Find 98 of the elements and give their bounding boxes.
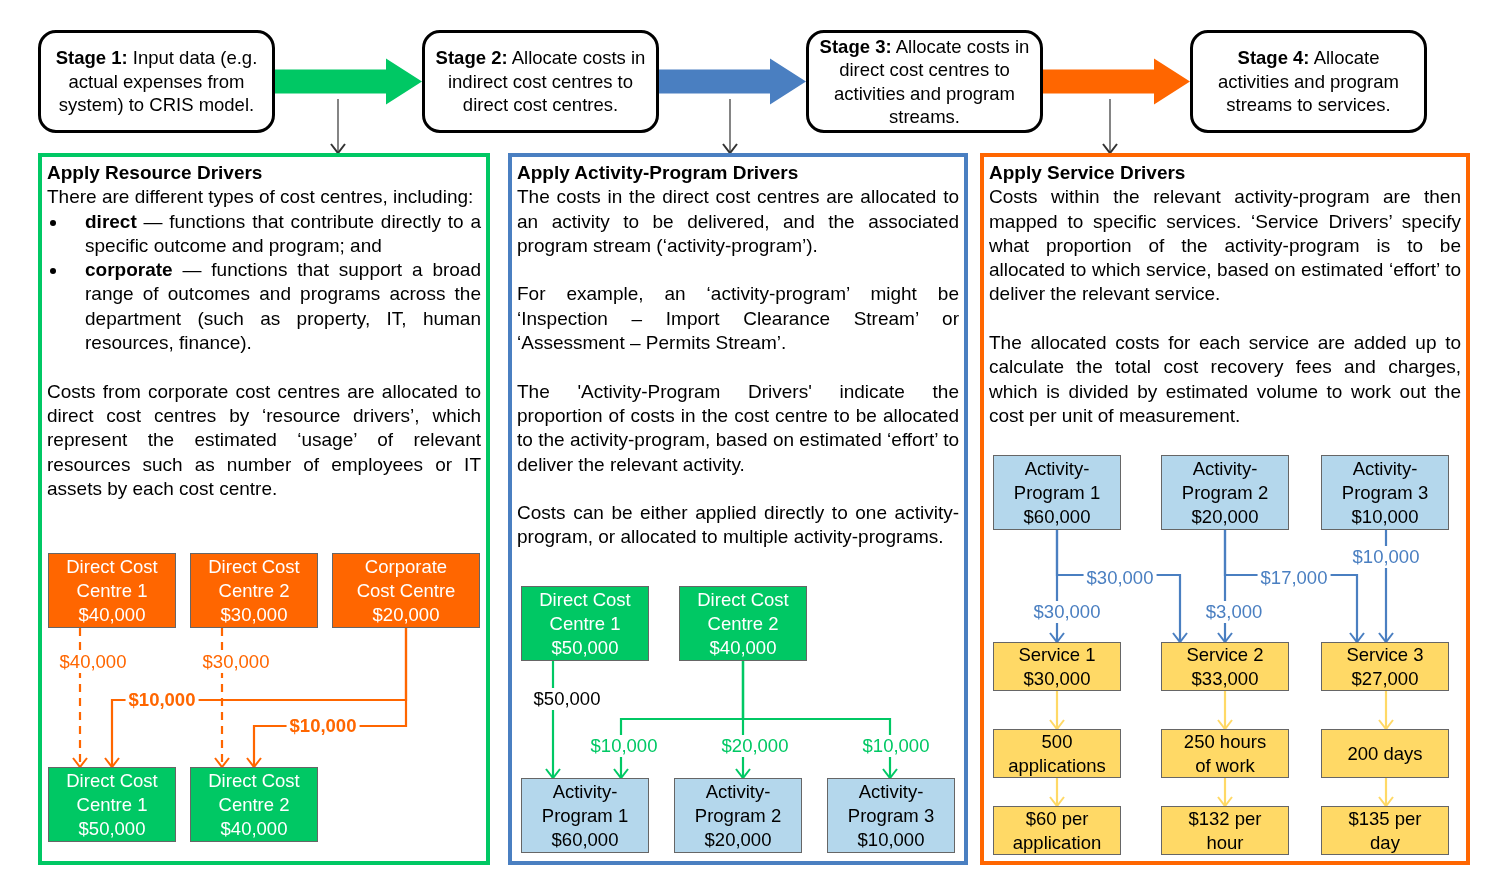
activity-program-box: [827, 778, 955, 853]
box-value: $60,000: [551, 827, 619, 852]
box-title: Service 1: [1018, 642, 1096, 667]
box-title: Activity-Program 3: [846, 779, 936, 828]
arrow: [1217, 778, 1233, 807]
arrow: [1378, 691, 1394, 730]
stage-text: Stage 1: Input data (e.g. actual expenses from system) to CRIS model.: [54, 46, 259, 117]
arrow: [1102, 98, 1118, 154]
arrow: [330, 98, 346, 154]
service-box: [993, 806, 1121, 855]
stage-box: [1190, 30, 1427, 133]
stage-text: Stage 4: Allocate activities and program streams to services.: [1217, 46, 1400, 117]
block-arrow: [659, 58, 806, 105]
box-value: $30,000: [1023, 666, 1091, 691]
arrow: [1049, 691, 1065, 730]
panel-box: [38, 153, 490, 865]
box-title: Activity-Program 1: [1012, 456, 1102, 505]
box-value: $40,000: [220, 816, 288, 841]
paragraph: The 'Activity-Program Drivers' indicate the proportion of costs in the cost centre to be allocated to the activity-program, based on estimated ‘effort’ to deliver the relevant activity.: [517, 379, 959, 477]
box-value: $30,000: [220, 602, 288, 627]
cost-centre-box: [679, 586, 807, 661]
activity-program-box: [1321, 455, 1449, 530]
service-box: [1161, 806, 1289, 855]
box-value: 250 hours of work: [1182, 729, 1268, 778]
cost-centre-box: [332, 553, 480, 628]
box-title: Direct Cost Centre 1: [538, 587, 632, 636]
arrow: [722, 98, 738, 154]
panel-box: [980, 153, 1470, 865]
arrow: [741, 661, 898, 779]
box-value: $27,000: [1351, 666, 1419, 691]
arrow: [214, 628, 230, 768]
paragraph: There are different types of cost centres, including:: [47, 185, 475, 210]
service-box: [1161, 642, 1289, 691]
box-title: Corporate Cost Centre: [355, 554, 457, 603]
cost-centre-box: [48, 767, 176, 842]
service-box: [1161, 729, 1289, 778]
box-value: $50,000: [78, 816, 146, 841]
box-title: Activity-Program 2: [1180, 456, 1270, 505]
box-title: Service 3: [1346, 642, 1424, 667]
cost-centre-box: [190, 553, 318, 628]
box-value: $60 per application: [1011, 806, 1103, 855]
box-title: Service 2: [1186, 642, 1264, 667]
box-value: $40,000: [709, 635, 777, 660]
activity-program-box: [1161, 455, 1289, 530]
activity-program-box: [993, 455, 1121, 530]
paragraph: The allocated costs for each service are added up to calculate the total cost recovery fees and charges, which is divided by estimated volume to work out the cost per unit of measurement.: [989, 331, 1461, 428]
paragraph: Costs within the relevant activity-program are then mapped to specific services. ‘Service Drivers’ specify what proportion of the activity-program is to be allocated to which service, based on estimated ‘effort’ to deliver the relevant service.: [989, 185, 1461, 307]
service-box: [993, 642, 1121, 691]
box-value: $135 per day: [1347, 806, 1423, 855]
service-box: [1321, 806, 1449, 855]
paragraph: Costs from corporate cost centres are allocated to direct cost centres by ‘resource drivers’, which represent the estimated ‘usage’ of relevant resources such as number of employees or IT assets by each cost centre.: [47, 379, 481, 501]
stage-text: Stage 3: Allocate costs in direct cost centres to activities and program streams.: [818, 34, 1031, 129]
box-value: $40,000: [78, 602, 146, 627]
block-arrow: [275, 58, 422, 105]
box-title: Activity-Program 2: [693, 779, 783, 828]
box-value: $132 per hour: [1187, 806, 1263, 855]
service-box: [1321, 642, 1449, 691]
box-value: $20,000: [1191, 504, 1259, 529]
box-title: Direct Cost Centre 2: [207, 554, 301, 603]
arrow: [1049, 778, 1065, 807]
box-value: $33,000: [1191, 666, 1259, 691]
paragraph: The costs in the direct cost centres are allocated to an activity to be delivered, and the associated program stream (‘activity-program’).: [517, 185, 959, 258]
box-value: $20,000: [372, 602, 440, 627]
arrow: [1217, 691, 1233, 730]
paragraph: For example, an ‘activity-program’ might be ‘Inspection – Import Clearance Stream’ or ‘Assessment – Permits Stream’.: [517, 282, 959, 356]
box-value: $20,000: [704, 827, 772, 852]
box-title: Direct Cost Centre 2: [696, 587, 790, 636]
box-value: $50,000: [551, 635, 619, 660]
box-value: 200 days: [1347, 741, 1423, 766]
stage-box: [806, 30, 1043, 133]
box-title: Direct Cost Centre 2: [207, 768, 301, 817]
arrow: [72, 628, 88, 768]
stage-box: [422, 30, 659, 133]
cost-centre-box: [48, 553, 176, 628]
stage-text: Stage 2: Allocate costs in indirect cost centres to direct cost centres.: [434, 46, 647, 117]
activity-program-box: [674, 778, 802, 853]
box-title: Direct Cost Centre 1: [65, 554, 159, 603]
box-value: $10,000: [857, 827, 925, 852]
block-arrow: [1043, 58, 1190, 105]
box-value: $60,000: [1023, 504, 1091, 529]
arrow: [1378, 778, 1394, 807]
box-value: 500 applications: [1007, 729, 1107, 778]
paragraph: Costs can be either applied directly to one activity-program, or allocated to multiple activity-programs.: [517, 501, 959, 550]
box-title: Direct Cost Centre 1: [65, 768, 159, 817]
panel-heading: Apply Resource Drivers: [47, 161, 264, 185]
box-title: Activity-Program 1: [540, 779, 630, 828]
service-box: [1321, 729, 1449, 778]
bullet-item: corporate — functions that support a broad range of outcomes and programs across the department (such as property, IT, human resources, finance).: [47, 258, 481, 356]
panel-box: [508, 153, 968, 865]
stage-box: [38, 30, 275, 133]
cost-centre-box: [521, 586, 649, 661]
panel-heading: Apply Service Drivers: [989, 161, 1187, 185]
box-value: $10,000: [1351, 504, 1419, 529]
activity-program-box: [521, 778, 649, 853]
box-title: Activity-Program 3: [1340, 456, 1430, 505]
service-box: [993, 729, 1121, 778]
panel-heading: Apply Activity-Program Drivers: [517, 161, 800, 185]
cost-centre-box: [190, 767, 318, 842]
